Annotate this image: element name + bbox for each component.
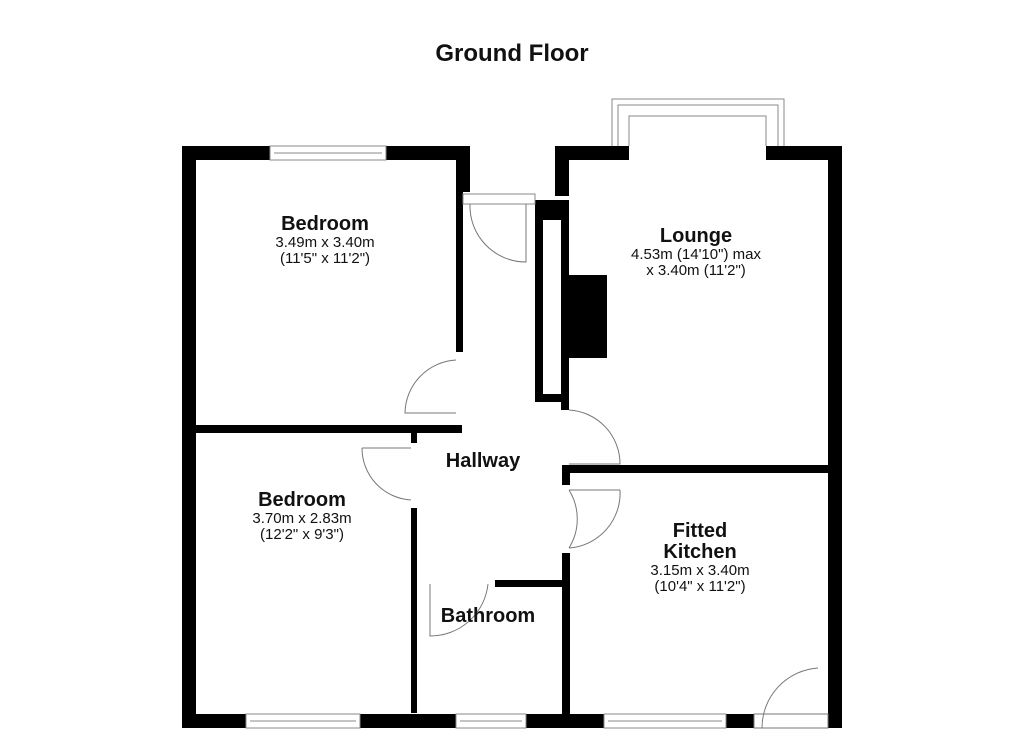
door-swings — [361, 203, 829, 729]
room-bedroom-2: Bedroom 3.70m x 2.83m (12'2" x 9'3") — [252, 489, 352, 543]
windows — [245, 98, 785, 729]
room-hallway: Hallway — [445, 450, 521, 472]
floor-title: Ground Floor — [435, 40, 589, 67]
room-bathroom: Bathroom — [440, 605, 536, 627]
room-fitted-kitchen: Fitted Kitchen 3.15m x 3.40m (10'4" x 11… — [650, 520, 750, 595]
room-bedroom-1: Bedroom 3.49m x 3.40m (11'5" x 11'2") — [275, 213, 375, 267]
walls — [182, 146, 842, 728]
room-lounge: Lounge 4.53m (14'10") max x 3.40m (11'2"… — [631, 225, 761, 279]
